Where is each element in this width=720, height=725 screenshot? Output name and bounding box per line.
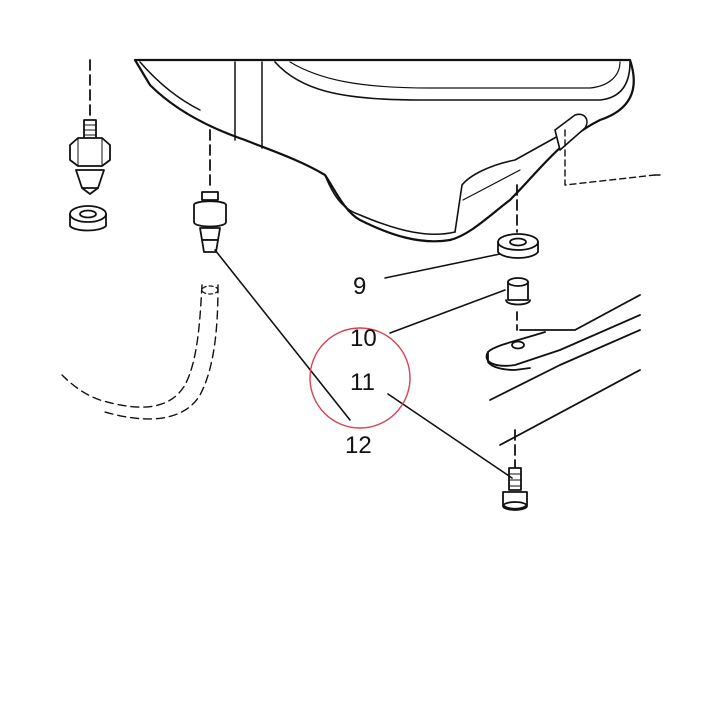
- bracket-hole: [511, 340, 525, 350]
- leader-12: [214, 249, 351, 421]
- bushing-10: [507, 277, 529, 287]
- frame-bracket: [485, 294, 641, 446]
- callout-9: 9: [353, 273, 366, 300]
- leader-lines: [214, 249, 513, 479]
- highlight-circle: [309, 327, 411, 429]
- tank-housing: [133, 58, 661, 243]
- callout-11: 11: [350, 369, 375, 396]
- leader-10: [389, 289, 506, 334]
- left-grommet: [69, 205, 107, 223]
- mount-stack: [497, 184, 539, 511]
- bolt-11: [508, 467, 522, 491]
- callout-12: 12: [345, 432, 372, 459]
- leader-9: [384, 253, 501, 279]
- callout-10: 10: [350, 325, 377, 352]
- grommet-9: [497, 233, 539, 251]
- left-stud-assembly: [69, 59, 111, 232]
- leader-11: [387, 393, 513, 479]
